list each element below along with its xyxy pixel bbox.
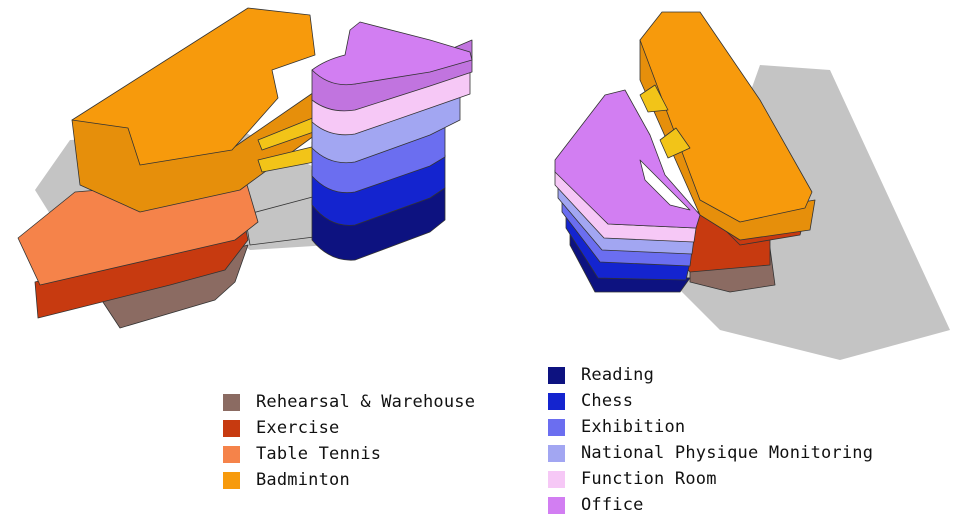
legend-label: Exhibition xyxy=(581,417,686,437)
legend-label: Table Tennis xyxy=(256,444,382,464)
legend-swatch xyxy=(548,470,565,488)
legend-swatch xyxy=(548,392,565,410)
legend-label: Exercise xyxy=(256,418,340,438)
legend-label: Badminton xyxy=(256,470,350,490)
legend-item: Office xyxy=(548,492,873,518)
right-bridge-lower xyxy=(659,127,691,159)
right-office-notch xyxy=(639,159,691,211)
legend-item: Chess xyxy=(548,388,873,414)
legend-item: Exercise xyxy=(223,415,475,441)
legend-label: National Physique Monitoring xyxy=(581,443,874,463)
legend-label: Rehearsal & Warehouse xyxy=(256,392,476,412)
legend-swatch xyxy=(223,445,240,463)
legend-swatch xyxy=(548,366,565,384)
legend-label: Chess xyxy=(581,391,634,411)
axonometric-diagram xyxy=(17,7,950,360)
legend-label: Reading xyxy=(581,365,655,385)
legend-swatch xyxy=(223,393,240,411)
legend-item: Reading xyxy=(548,362,873,388)
left-badminton-top xyxy=(71,7,316,166)
right-bridge-upper xyxy=(639,84,669,113)
legend-item: Exhibition xyxy=(548,414,873,440)
legend-item: National Physique Monitoring xyxy=(548,440,873,466)
left-table-tennis-block xyxy=(17,177,259,286)
legend-item: Table Tennis xyxy=(223,441,475,467)
legend-swatch xyxy=(548,444,565,462)
right-building-model xyxy=(554,11,950,360)
legend-item: Rehearsal & Warehouse xyxy=(223,389,475,415)
left-building-model xyxy=(17,7,473,329)
legend-label: Office xyxy=(581,495,644,515)
legend-label: Function Room xyxy=(581,469,717,489)
legend-swatch xyxy=(548,496,565,514)
legend-item: Badminton xyxy=(223,467,475,493)
legend-swatch xyxy=(223,471,240,489)
legend-swatch xyxy=(548,418,565,436)
right-badminton-top xyxy=(639,11,813,223)
legend-swatch xyxy=(223,419,240,437)
left-office-top xyxy=(311,21,473,86)
legend-item: Function Room xyxy=(548,466,873,492)
